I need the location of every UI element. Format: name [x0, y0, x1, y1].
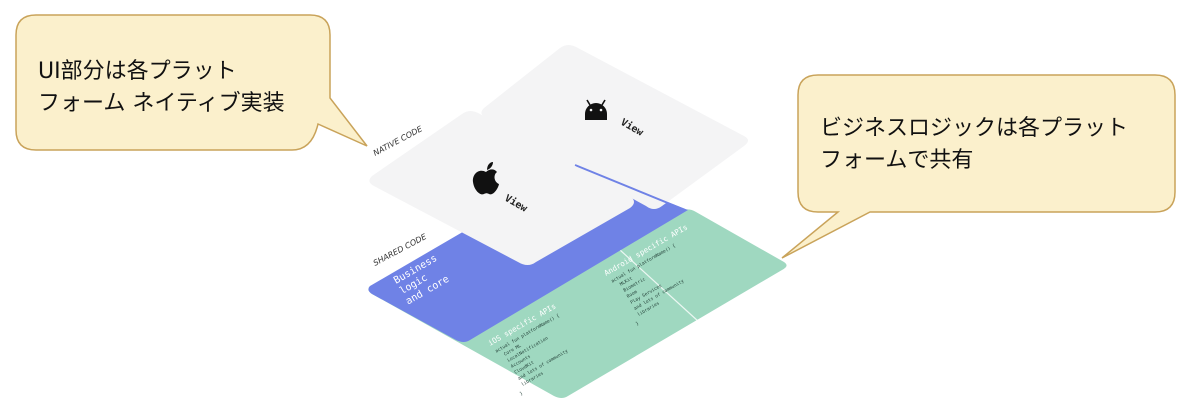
callout-left-line: フォーム ネイティブ実装 [38, 91, 285, 116]
android-apis-line: } [635, 320, 641, 327]
callout-left-line: UI部分は各プラット [38, 59, 237, 84]
shared-green-panel [368, 209, 787, 398]
native-shared-connector [574, 164, 686, 211]
callout-right-line: ビジネスロジックは各プラット [820, 116, 1129, 141]
ios-apis-line: } [519, 390, 525, 397]
apple-logo-icon [472, 162, 499, 195]
ios-view-card [369, 111, 634, 265]
callout-right-text: ビジネスロジックは各プラット フォームで共有 [820, 113, 1128, 177]
android-logo-icon [585, 99, 607, 120]
callout-right-line: フォームで共有 [820, 148, 974, 173]
callout-right-bubble [781, 74, 1176, 259]
callout-left-bubble [15, 14, 368, 151]
callout-left-text: UI部分は各プラット フォーム ネイティブ実装 [38, 56, 285, 120]
android-view-card [481, 45, 748, 209]
android-apis-line: Room [626, 289, 639, 300]
native-code-layer [369, 45, 748, 265]
apis-divider [619, 249, 711, 333]
